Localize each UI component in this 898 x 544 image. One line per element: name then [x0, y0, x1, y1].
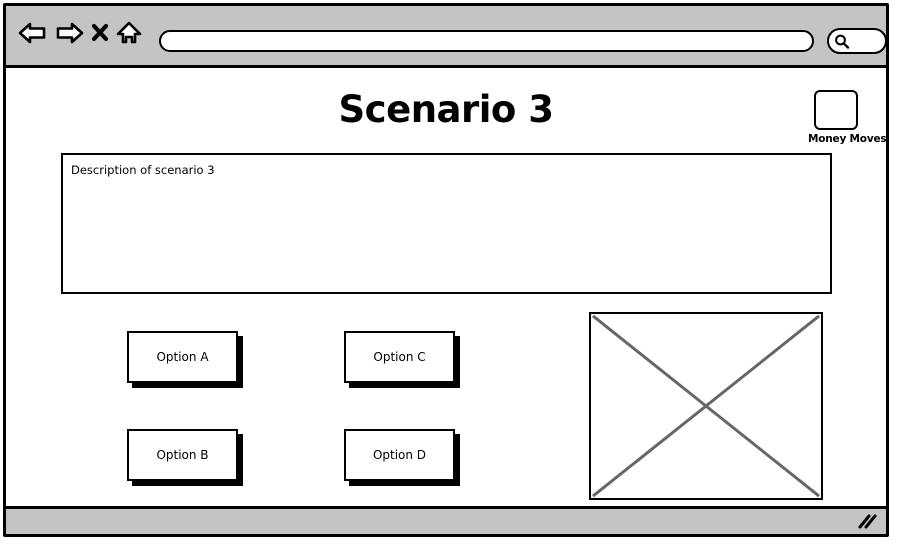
option-a-label: Option A	[156, 350, 209, 364]
browser-toolbar	[6, 6, 887, 68]
close-x-icon[interactable]	[90, 20, 110, 46]
forward-arrow-icon[interactable]	[54, 20, 84, 46]
logo-placeholder-icon	[814, 90, 858, 130]
option-b-label: Option B	[156, 448, 209, 462]
option-c-label: Option C	[373, 350, 426, 364]
url-input[interactable]	[159, 30, 814, 52]
description-text: Description of scenario 3	[71, 163, 215, 177]
navigation-icon-group	[18, 20, 142, 46]
option-d-label: Option D	[372, 448, 427, 462]
magnifier-icon	[833, 33, 850, 54]
resize-grip-icon[interactable]	[856, 514, 878, 530]
back-arrow-icon[interactable]	[18, 20, 48, 46]
page-title: Scenario 3	[338, 88, 554, 131]
browser-window: Scenario 3 Money Moves Description of sc…	[3, 3, 889, 537]
home-icon[interactable]	[116, 20, 142, 46]
search-input[interactable]	[827, 28, 887, 54]
option-c-button[interactable]: Option C	[344, 331, 455, 383]
image-placeholder-icon	[589, 312, 823, 500]
option-d-button[interactable]: Option D	[344, 429, 455, 481]
brand-label: Money Moves	[808, 133, 886, 145]
page-canvas: Scenario 3 Money Moves Description of sc…	[6, 68, 886, 512]
description-panel[interactable]: Description of scenario 3	[61, 153, 832, 294]
option-b-button[interactable]: Option B	[127, 429, 238, 481]
browser-status-bar	[6, 506, 886, 534]
brand-block: Money Moves	[808, 90, 886, 145]
option-a-button[interactable]: Option A	[127, 331, 238, 383]
